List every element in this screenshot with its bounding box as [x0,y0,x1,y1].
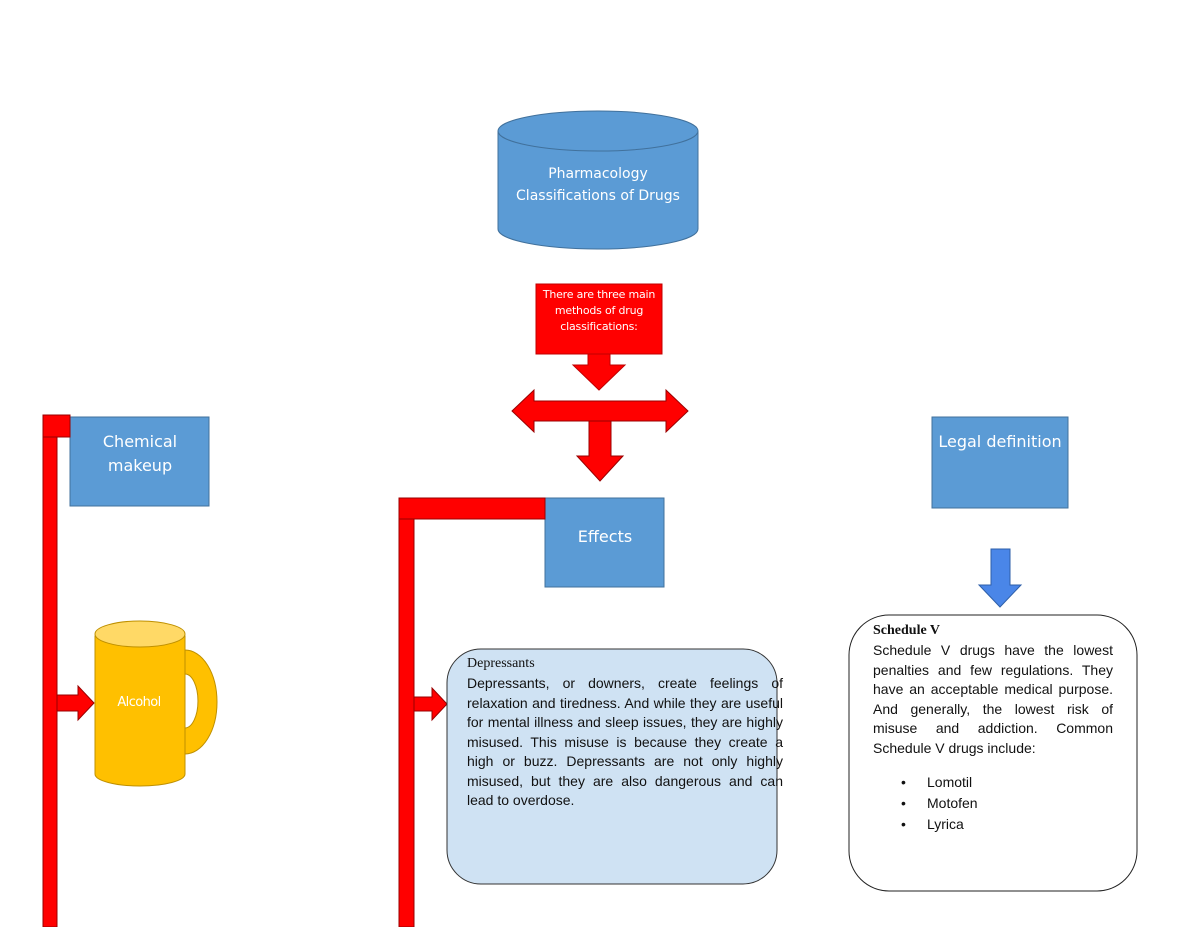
bullet-icon: • [901,774,906,790]
drug-name: Lomotil [927,774,973,790]
schedule-drug-list: • Lomotil • Motofen • Lyrica [873,772,1113,835]
root-label: Pharmacology Classifications of Drugs [516,166,680,204]
right-arrow-to-mug-icon [56,684,95,722]
effects-vertical-bar [398,497,415,927]
effects-box [544,497,665,588]
drug-name: Lyrica [927,816,964,832]
schedule-title: Schedule V [873,623,941,638]
bullet-icon: • [901,816,906,832]
beer-mug-icon [94,620,218,787]
root-cylinder [497,110,699,250]
intro-box [535,283,663,355]
chemical-horizontal-bar [42,414,71,438]
schedule-box-shape [848,614,1138,892]
alcohol-label: Alcohol [117,695,161,710]
depressants-box-shape [446,648,778,885]
effects-horizontal-bar [398,497,546,520]
depressants-textbox: Depressants Depressants, or downers, cre… [467,655,785,875]
bullet-icon: • [901,795,906,811]
chemical-vertical-bar [42,414,58,927]
legal-definition-label: Legal definition [938,432,1062,451]
depressants-text: Depressants, or downers, create feelings… [467,675,783,808]
schedule-text: Schedule V drugs have the lowest penalti… [873,642,1113,756]
blue-down-arrow-icon [977,548,1023,608]
down-arrow-to-split-icon [571,353,627,391]
legal-definition-box [931,416,1069,509]
intro-label: There are three main methods of drug cla… [542,288,656,333]
effects-label: Effects [577,527,633,546]
schedule-textbox: Schedule V Schedule V drugs have the low… [873,622,1113,882]
depressants-title: Depressants [467,656,535,671]
drug-name: Motofen [927,795,978,811]
chemical-makeup-box [69,416,210,507]
list-item: • Motofen [873,793,1113,814]
left-right-arrow-icon [511,388,689,434]
list-item: • Lomotil [873,772,1113,793]
chemical-makeup-label: Chemical makeup [102,432,178,475]
down-arrow-to-effects-icon [575,420,625,482]
list-item: • Lyrica [873,814,1113,835]
right-arrow-to-depressants-icon [413,686,448,722]
